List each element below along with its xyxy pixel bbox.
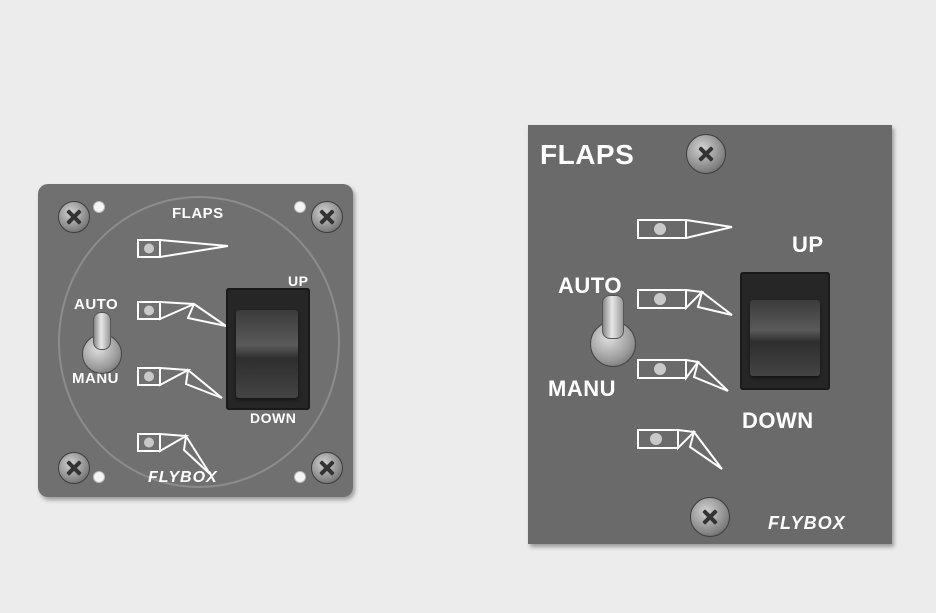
- auto-manu-toggle[interactable]: [93, 312, 111, 350]
- screw-icon: [686, 134, 726, 174]
- indicator-hole: [294, 201, 306, 213]
- indicator-hole: [294, 471, 306, 483]
- manu-label: MANU: [72, 370, 119, 387]
- screw-icon: [58, 452, 90, 484]
- indicator-hole: [93, 201, 105, 213]
- flap-position-icon: [137, 300, 227, 327]
- down-label: DOWN: [250, 410, 297, 426]
- up-label: UP: [288, 273, 309, 289]
- flap-position-icon: [637, 218, 733, 240]
- round-bezel: [58, 196, 340, 488]
- manu-label: MANU: [548, 376, 616, 401]
- indicator-hole: [93, 471, 105, 483]
- flap-position-icon: [637, 288, 733, 316]
- brand-logo: FLYBOX: [148, 469, 218, 486]
- screw-icon: [58, 201, 90, 233]
- left-flap-panel: FLAPS UP DOWN AUTO MANU FLYBOX: [38, 184, 353, 497]
- flaps-title: FLAPS: [540, 139, 635, 170]
- flap-position-icon: [637, 428, 723, 470]
- up-label: UP: [792, 232, 824, 257]
- screw-icon: [690, 497, 730, 537]
- flap-position-icon: [137, 238, 229, 259]
- screw-icon: [311, 201, 343, 233]
- brand-logo: FLYBOX: [768, 513, 846, 533]
- up-down-rocker-switch[interactable]: [236, 310, 298, 398]
- auto-label: AUTO: [74, 296, 119, 313]
- flap-position-icon: [637, 358, 729, 392]
- right-flap-panel: FLAPS UP DOWN AUTO MANU FLYBOX: [528, 125, 892, 544]
- auto-manu-toggle[interactable]: [602, 295, 624, 339]
- down-label: DOWN: [742, 408, 814, 433]
- flaps-title: FLAPS: [172, 205, 224, 222]
- up-down-rocker-switch[interactable]: [750, 300, 820, 376]
- flap-position-icon: [137, 432, 211, 475]
- auto-label: AUTO: [558, 273, 622, 298]
- flap-position-icon: [137, 366, 223, 399]
- screw-icon: [311, 452, 343, 484]
